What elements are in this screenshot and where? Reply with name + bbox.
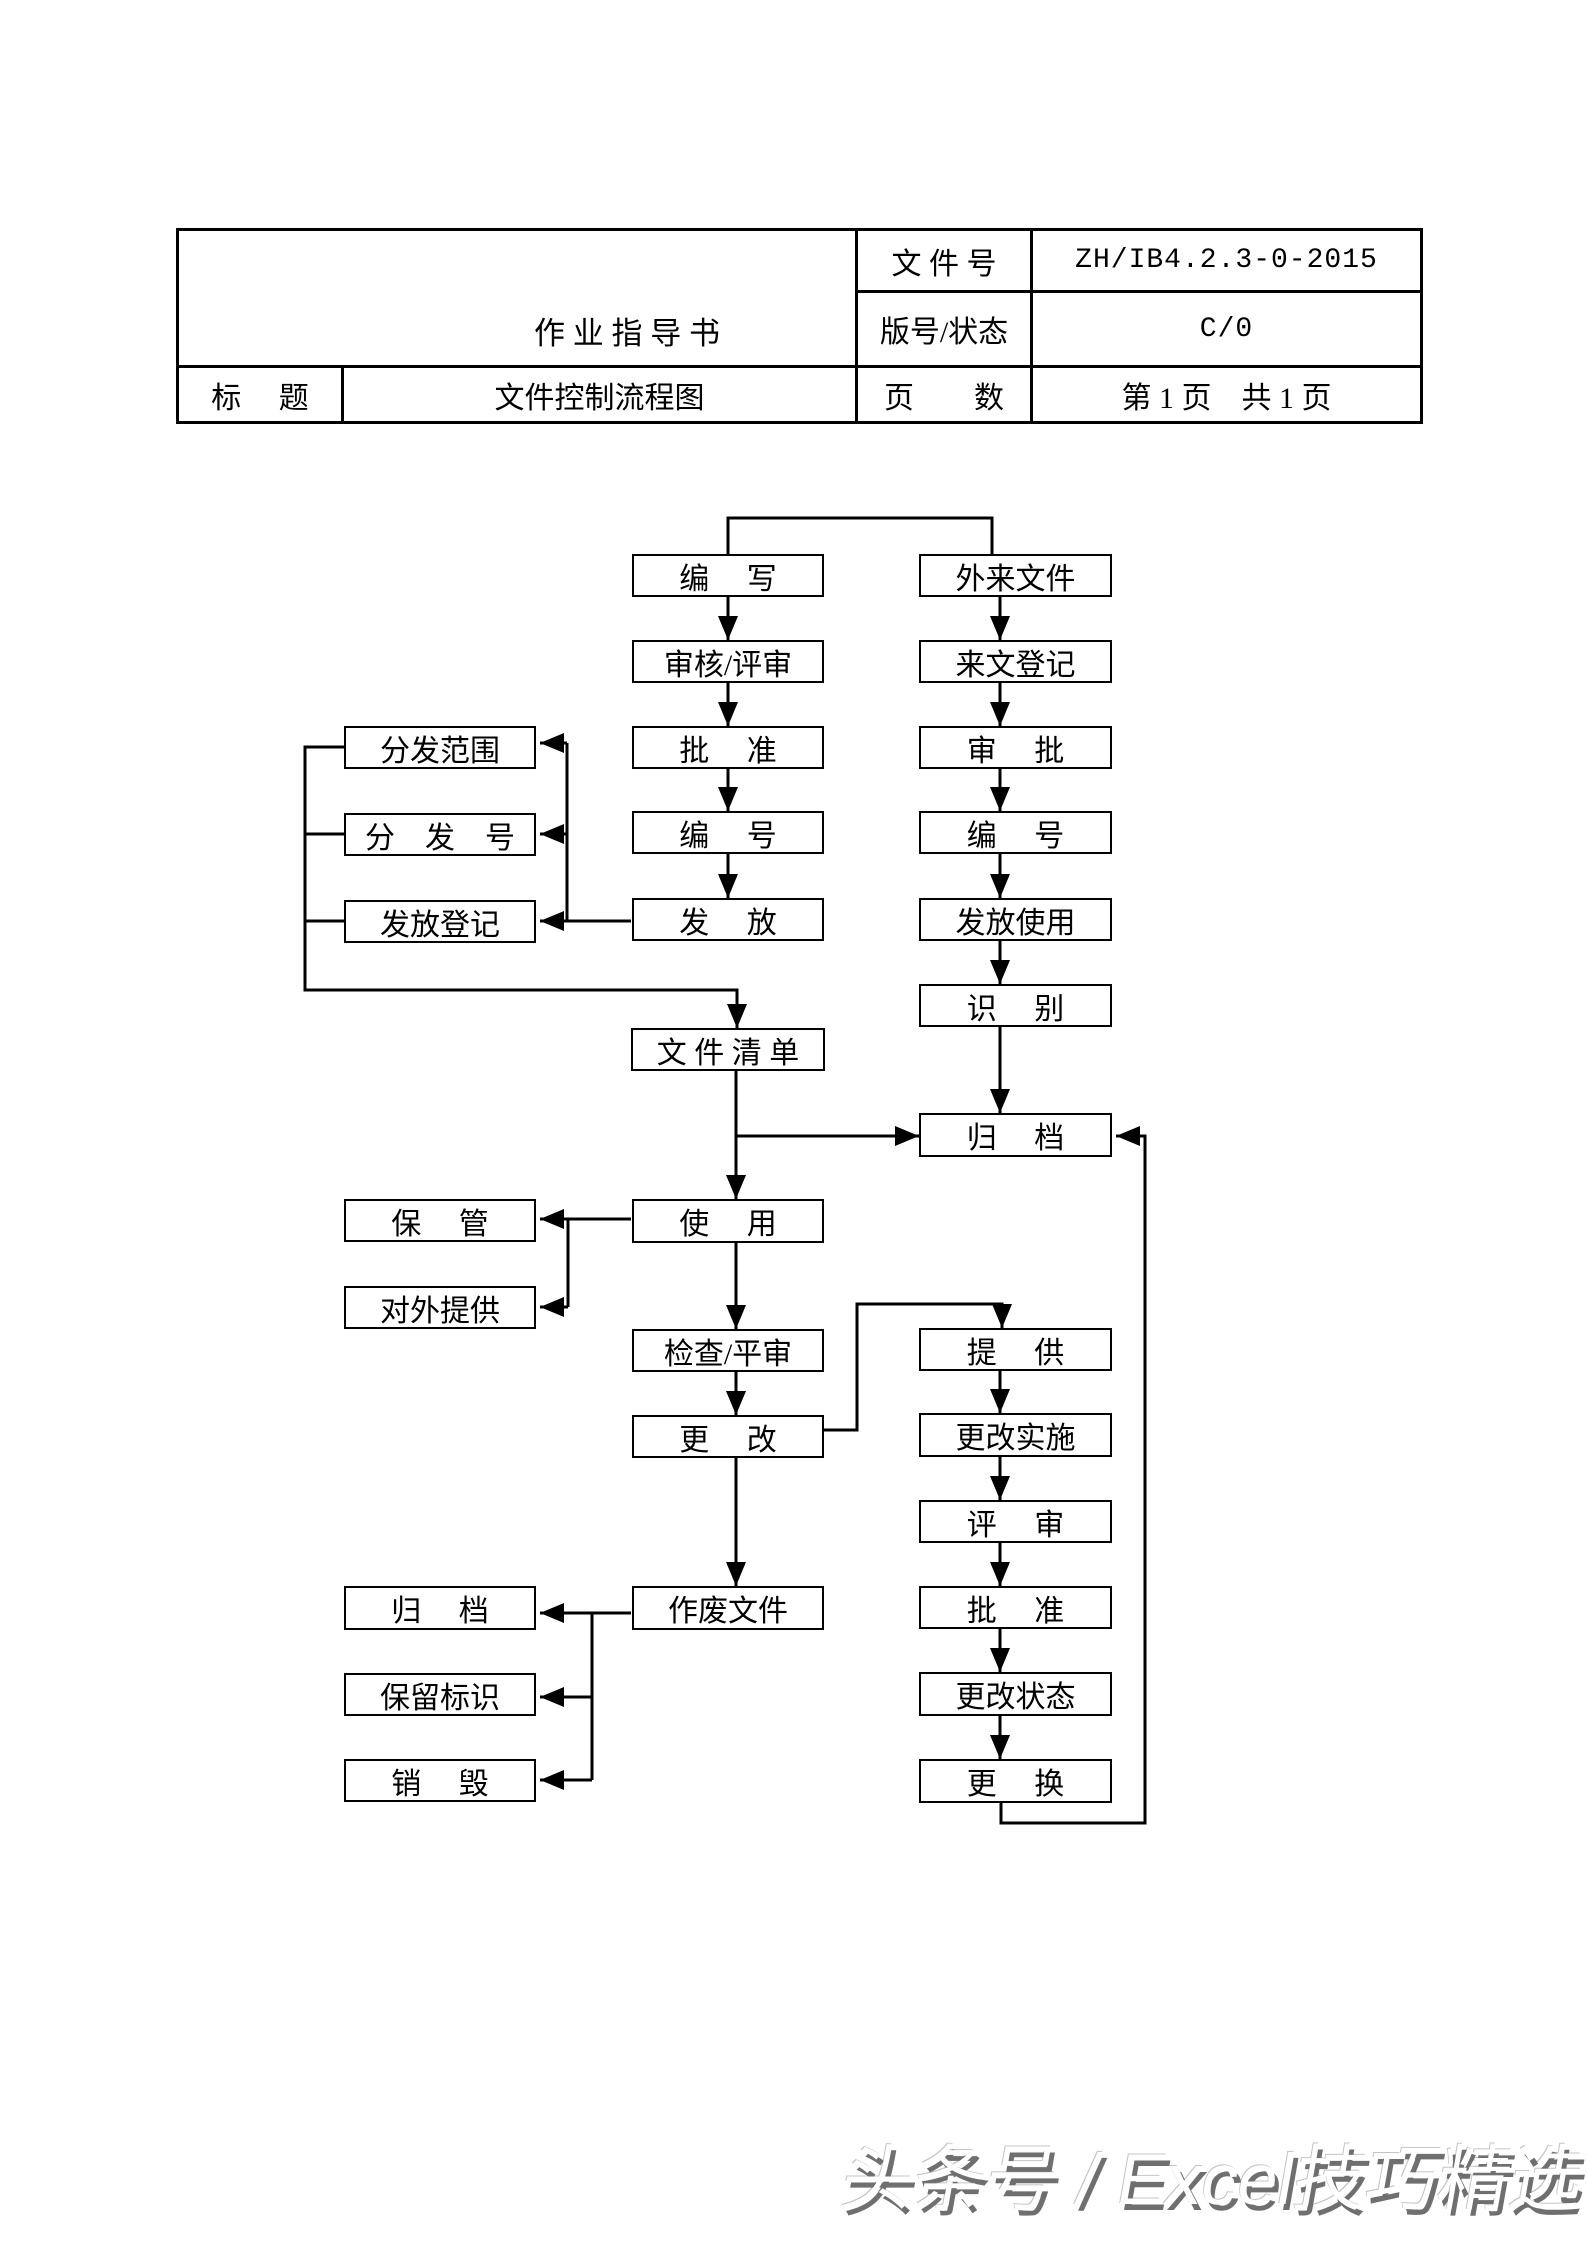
node-issue-register: 发放登记: [344, 900, 536, 943]
header-table: 作 业 指 导 书 文 件 号 ZH/IB4.2.3-0-2015 版号/状态 …: [176, 228, 1423, 424]
version-label: 版号/状态: [858, 293, 1033, 368]
node-doc-list: 文 件 清 单: [631, 1028, 825, 1071]
node-incoming-register: 来文登记: [919, 640, 1112, 683]
node-retain-mark: 保留标识: [344, 1673, 536, 1716]
node-keep: 保 管: [344, 1199, 536, 1242]
node-check-review: 检查/平审: [632, 1329, 824, 1372]
node-change-status: 更改状态: [919, 1672, 1112, 1716]
node-identify: 识 别: [919, 984, 1112, 1027]
doc-type-cell: 作 业 指 导 书: [179, 231, 858, 368]
node-change-implement: 更改实施: [919, 1413, 1112, 1457]
node-change-approve: 批 准: [919, 1586, 1112, 1629]
node-issue-use: 发放使用: [919, 898, 1112, 941]
node-change: 更 改: [632, 1415, 824, 1458]
node-examine-approve: 审 批: [919, 726, 1112, 769]
pages-label: 页 数: [858, 368, 1033, 421]
doc-no-label: 文 件 号: [858, 231, 1033, 293]
node-archive-right: 归 档: [919, 1113, 1112, 1157]
node-external-doc: 外来文件: [919, 554, 1112, 597]
edge-left-bracket-to-doclist: [303, 745, 747, 1028]
node-dist-scope: 分发范围: [344, 726, 536, 769]
version-value: C/0: [1033, 293, 1420, 368]
node-number-ext: 编 号: [919, 811, 1112, 854]
node-issue: 发 放: [632, 898, 824, 941]
node-provide: 提 供: [919, 1328, 1112, 1371]
node-dist-number: 分 发 号: [344, 813, 536, 856]
watermark: 头条号 / Excel技巧精选: [835, 2140, 1587, 2220]
node-write: 编 写: [632, 554, 824, 597]
node-number: 编 号: [632, 811, 824, 854]
node-archive-left: 归 档: [344, 1586, 536, 1630]
node-replace: 更 换: [919, 1759, 1112, 1803]
doc-no-value: ZH/IB4.2.3-0-2015: [1033, 231, 1420, 293]
node-use: 使 用: [632, 1199, 824, 1243]
node-change-review: 评 审: [919, 1500, 1112, 1543]
doc-type-text: 作 业 指 导 书: [534, 316, 720, 351]
node-external-provide: 对外提供: [344, 1286, 536, 1329]
edge-replace-loop-to-archive: [999, 1126, 1147, 1825]
edge-change-to-provide: [824, 1302, 1012, 1432]
title-value: 文件控制流程图: [344, 368, 858, 421]
pages-value: 第 1 页 共 1 页: [1121, 381, 1332, 415]
node-destroy: 销 毁: [344, 1759, 536, 1802]
title-label: 标 题: [179, 368, 344, 421]
node-obsolete-doc: 作废文件: [632, 1586, 824, 1630]
node-review: 审核/评审: [632, 640, 824, 683]
node-approve: 批 准: [632, 726, 824, 769]
edge-top-bracket: [726, 516, 994, 554]
